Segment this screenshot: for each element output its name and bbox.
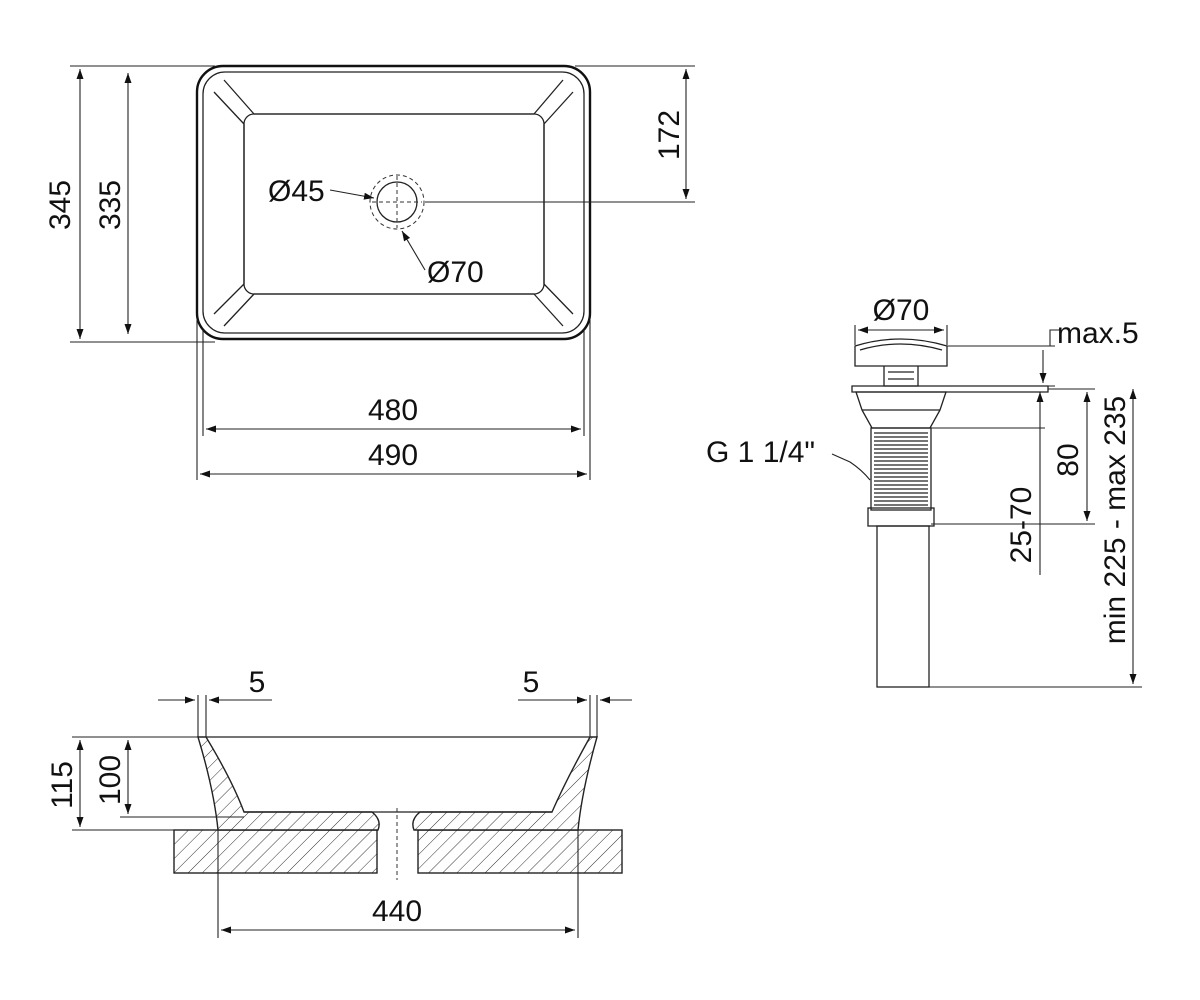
drain-pipe (876, 525, 930, 688)
dim-total-label: min 225 - max 235 (1099, 396, 1132, 644)
drain-collar (855, 391, 947, 429)
drain-view: Ø70 max.5 80 25-70 min 225 - max 235 G 1… (706, 294, 1142, 688)
leader-45 (329, 189, 375, 200)
countertop-right (417, 829, 623, 874)
dim-width-ext (196, 320, 591, 480)
drain-thread (870, 427, 932, 511)
dim-440-label: 440 (372, 895, 422, 928)
countertop-left (173, 829, 378, 874)
dim-80-ext (931, 388, 1095, 525)
leader-70 (401, 230, 426, 271)
dim-wall-ext (197, 695, 598, 737)
dim-345-label: 345 (44, 180, 77, 230)
drain-stem (883, 366, 919, 387)
top-view: 345 335 172 Ø45 Ø70 480 490 (44, 64, 695, 480)
drain-nut (867, 507, 935, 527)
drain-cap (854, 338, 948, 367)
section-view: 5 5 115 100 440 (46, 666, 632, 938)
hole-70-label: Ø70 (427, 256, 484, 289)
dim-100-label: 100 (94, 755, 127, 805)
dim-height-ext (72, 736, 244, 831)
thread-label: G 1 1/4" (706, 436, 815, 469)
dim-80-label: 80 (1052, 443, 1085, 476)
dim-cap-ext (854, 325, 948, 345)
dim-115-label: 115 (46, 761, 79, 809)
dim-490-label: 490 (368, 439, 418, 472)
drain-flange (851, 385, 1049, 393)
hole-45-label: Ø45 (268, 175, 325, 208)
dim-440-ext (217, 830, 579, 938)
dim-172-ext (425, 65, 695, 203)
dim-wall-right-label: 5 (523, 666, 540, 699)
leader-thread (831, 453, 871, 481)
dim-wall-left-label: 5 (249, 666, 266, 699)
dim-max5-label: max.5 (1057, 317, 1139, 350)
drain-thread-lines (874, 432, 928, 506)
dim-172-label: 172 (653, 110, 686, 160)
dim-2570-label: 25-70 (1005, 487, 1038, 564)
dim-cap-label: Ø70 (873, 294, 930, 327)
basin-wall-right (412, 736, 598, 831)
basin-wall-left (197, 736, 380, 831)
dim-335-label: 335 (94, 180, 127, 230)
dim-480-label: 480 (368, 394, 418, 427)
dim-max5-ext (947, 329, 1060, 387)
drain-hole-70 (369, 174, 425, 230)
basin-slope-lines (213, 79, 574, 327)
